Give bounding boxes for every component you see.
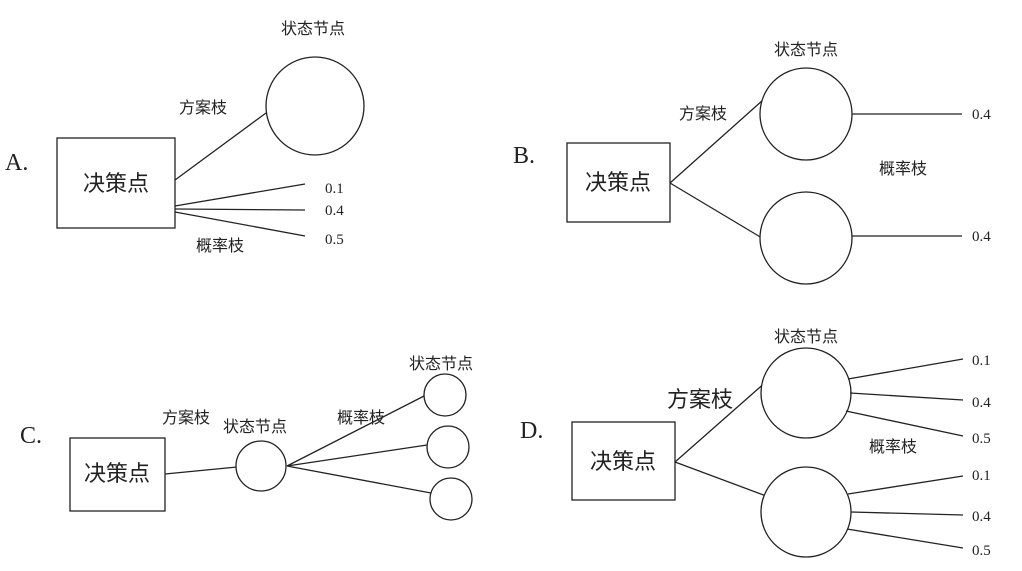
option-a-prob-2: 0.4 bbox=[325, 203, 344, 219]
option-d-prob-branch-bottom-1 bbox=[847, 475, 964, 495]
option-c-prob-branch-2 bbox=[286, 444, 428, 467]
option-a-scheme-branch bbox=[174, 112, 267, 181]
option-b-prob-bottom: 0.4 bbox=[972, 229, 991, 245]
option-c-prob-branch-1 bbox=[286, 394, 427, 467]
option-b-probability-label: 概率枝 bbox=[879, 159, 927, 178]
option-d-prob-branch-top-3 bbox=[845, 410, 964, 437]
option-d-prob-branch-top-1 bbox=[847, 358, 964, 380]
option-c-letter: C. bbox=[20, 423, 42, 449]
option-a: A. 决策点 状态节点 方案枝 0.1 0.4 0.5 概率枝 bbox=[5, 19, 365, 255]
option-c-decision-node bbox=[69, 437, 166, 512]
option-c-scheme-label: 方案枝 bbox=[162, 408, 210, 427]
option-c-state-node-main bbox=[235, 440, 287, 492]
option-d-prob-bottom-3: 0.5 bbox=[972, 543, 991, 559]
option-b-prob-top: 0.4 bbox=[972, 107, 991, 123]
option-c: C. 决策点 方案枝 状态节点 概率枝 状态节点 bbox=[20, 354, 473, 521]
option-c-scheme-branch bbox=[164, 466, 238, 475]
option-d-prob-branch-top-2 bbox=[849, 392, 964, 401]
option-c-prob-branch-3 bbox=[286, 465, 432, 494]
option-d-state-node-top bbox=[760, 347, 852, 439]
option-b-state-node-top bbox=[759, 67, 853, 161]
option-d-probability-label: 概率枝 bbox=[869, 437, 917, 456]
option-d-prob-branch-bottom-2 bbox=[850, 511, 964, 516]
option-a-probability-label: 概率枝 bbox=[196, 236, 244, 255]
option-b-decision-label: 决策点 bbox=[585, 171, 651, 196]
option-a-prob-1: 0.1 bbox=[325, 181, 344, 197]
option-c-state-node-3 bbox=[429, 477, 473, 521]
option-d: D. 决策点 方案枝 状态节点 0.1 0.4 0.5 概率枝 0.1 0.4 … bbox=[520, 327, 991, 559]
option-b-scheme-branch-top bbox=[669, 99, 764, 184]
option-d-scheme-branch-top bbox=[674, 380, 768, 463]
option-c-state-label-top: 状态节点 bbox=[409, 354, 473, 373]
option-d-prob-bottom-2: 0.4 bbox=[972, 509, 991, 525]
option-a-state-node bbox=[265, 56, 365, 156]
option-a-state-label: 状态节点 bbox=[281, 19, 345, 38]
option-d-state-label: 状态节点 bbox=[774, 327, 838, 346]
option-d-decision-label: 决策点 bbox=[590, 450, 656, 475]
option-d-prob-top-2: 0.4 bbox=[972, 395, 991, 411]
option-a-prob-branch-1 bbox=[174, 183, 306, 207]
option-d-prob-top-3: 0.5 bbox=[972, 431, 991, 447]
option-d-letter: D. bbox=[520, 418, 543, 444]
option-d-scheme-branch-bottom bbox=[674, 461, 770, 498]
option-a-prob-branch-3 bbox=[174, 211, 306, 237]
option-b-letter: B. bbox=[513, 143, 535, 169]
option-a-decision-label: 决策点 bbox=[83, 172, 149, 197]
option-a-prob-branch-2 bbox=[174, 208, 306, 211]
option-a-letter: A. bbox=[5, 150, 28, 176]
option-d-prob-top-1: 0.1 bbox=[972, 353, 991, 369]
option-c-decision-label: 决策点 bbox=[84, 462, 150, 487]
option-b: B. 决策点 状态节点 方案枝 0.4 0.4 概率枝 bbox=[513, 40, 991, 285]
option-c-state-node-1 bbox=[423, 373, 467, 417]
option-a-scheme-label: 方案枝 bbox=[179, 98, 227, 117]
option-d-state-node-bottom bbox=[760, 466, 852, 558]
option-c-probability-label: 概率枝 bbox=[337, 408, 385, 427]
option-c-state-label-main: 状态节点 bbox=[223, 417, 287, 436]
option-a-decision-node bbox=[56, 137, 176, 229]
option-b-decision-node bbox=[566, 142, 671, 223]
option-d-scheme-label: 方案枝 bbox=[667, 388, 733, 413]
option-b-scheme-branch-bottom bbox=[669, 182, 763, 239]
option-d-decision-node bbox=[571, 421, 676, 501]
option-c-state-node-2 bbox=[426, 425, 470, 469]
option-b-state-label: 状态节点 bbox=[774, 40, 838, 59]
option-d-prob-branch-bottom-3 bbox=[846, 528, 964, 549]
option-d-prob-bottom-1: 0.1 bbox=[972, 468, 991, 484]
option-a-prob-3: 0.5 bbox=[325, 232, 344, 248]
option-b-scheme-label: 方案枝 bbox=[679, 104, 727, 123]
option-b-state-node-bottom bbox=[759, 191, 853, 285]
